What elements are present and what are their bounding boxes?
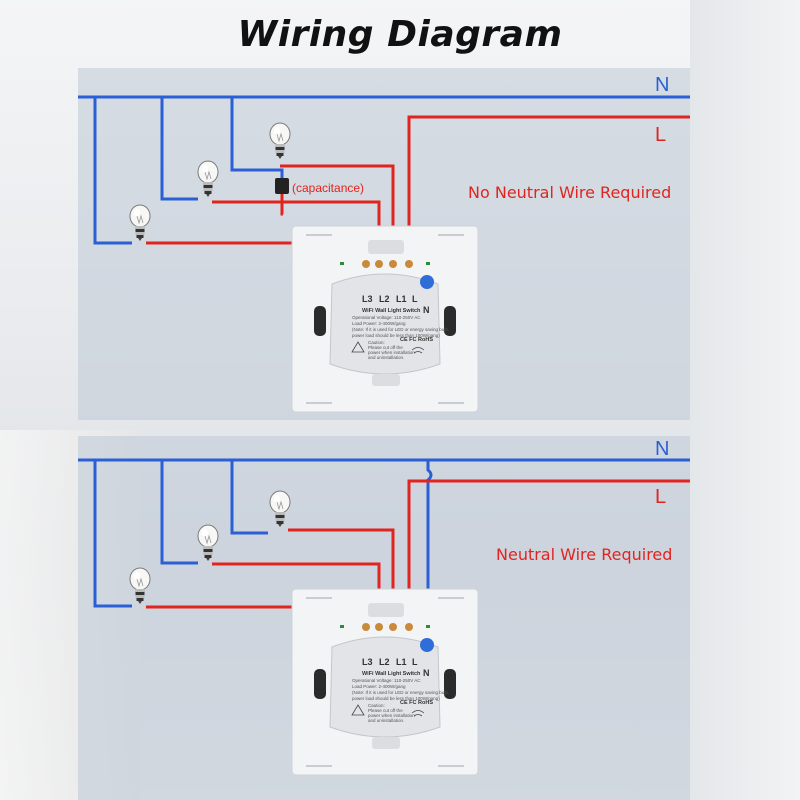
live-wire [407, 479, 690, 639]
light-bulb-icon [269, 122, 291, 160]
background-window [690, 0, 800, 800]
certifications: CE FC RoHS [400, 700, 433, 706]
svg-text:power when installation: power when installation [368, 713, 415, 718]
capacitor-icon [275, 178, 289, 194]
terminal-l3: L3 [362, 657, 373, 667]
live-wire [407, 115, 690, 276]
top-wiring: (capacitance) N L No Neutral Wire Requir… [78, 74, 690, 413]
terminal-l2: L2 [379, 294, 390, 304]
neutral-branch-l1 [230, 460, 268, 535]
svg-text:power load should be less than: power load should be less than 100W/gang… [352, 333, 440, 338]
top-note: No Neutral Wire Required [468, 183, 671, 202]
terminal-l3: L3 [362, 294, 373, 304]
certifications: CE FC RoHS [400, 337, 433, 343]
capacitor-label: (capacitance) [292, 181, 364, 195]
neutral-branch-l3 [93, 460, 132, 608]
bottom-wiring: N L Neutral Wire Required L3 L2 L1 L N W… [78, 438, 690, 776]
svg-text:(Note: If it is used for LED o: (Note: If it is used for LED or energy s… [352, 327, 449, 332]
light-bulb-icon [129, 204, 151, 242]
svg-text:(Note: If it is used for LED o: (Note: If it is used for LED or energy s… [352, 690, 449, 695]
terminal-l: L [412, 294, 418, 304]
terminal-l: L [412, 657, 418, 667]
svg-text:power load should be less than: power load should be less than 100W/gang… [352, 696, 440, 701]
terminal-n: N [423, 305, 430, 315]
svg-text:Load Power: 2-400W/gang: Load Power: 2-400W/gang [352, 684, 406, 689]
light-bulb-icon [197, 160, 219, 198]
svg-text:Operational Voltage: 110-250V: Operational Voltage: 110-250V AC [352, 315, 421, 320]
svg-text:and uninstallation.: and uninstallation. [368, 355, 404, 360]
light-bulb-icon [197, 524, 219, 562]
neutral-branch-l2 [160, 460, 198, 565]
terminal-l2: L2 [379, 657, 390, 667]
svg-text:power when installation: power when installation [368, 350, 415, 355]
neutral-branch-l3 [93, 97, 132, 245]
light-bulb-icon [129, 567, 151, 605]
neutral-branch-l2 [160, 97, 198, 201]
svg-text:Load Power: 2-400W/gang: Load Power: 2-400W/gang [352, 321, 406, 326]
wifi-switch: L3 L2 L1 L N WiFi Wall Light Switch Oper… [291, 225, 479, 413]
warning-icon [351, 704, 365, 716]
live-label: L [655, 486, 666, 508]
wifi-switch: L3 L2 L1 L N WiFi Wall Light Switch Oper… [291, 588, 479, 776]
terminal-l1: L1 [396, 657, 407, 667]
svg-text:Caution:: Caution: [368, 340, 385, 345]
page-title: Wiring Diagram [237, 14, 563, 55]
neutral-label: N [655, 438, 669, 460]
wifi-icon [411, 710, 425, 717]
neutral-branch-l1 [230, 97, 284, 178]
warning-icon [351, 341, 365, 353]
svg-text:Caution:: Caution: [368, 703, 385, 708]
bottom-note: Neutral Wire Required [496, 545, 672, 564]
light-bulb-icon [269, 490, 291, 528]
svg-text:Operational Voltage: 110-250V: Operational Voltage: 110-250V AC [352, 678, 421, 683]
terminal-n: N [423, 668, 430, 678]
svg-text:Please cut off the: Please cut off the [368, 345, 403, 350]
product-name: WiFi Wall Light Switch [362, 308, 421, 314]
neutral-label: N [655, 74, 669, 96]
live-label: L [655, 124, 666, 146]
wifi-icon [411, 347, 425, 354]
svg-text:and uninstallation.: and uninstallation. [368, 718, 404, 723]
product-name: WiFi Wall Light Switch [362, 671, 421, 677]
svg-text:Please cut off the: Please cut off the [368, 708, 403, 713]
terminal-l1: L1 [396, 294, 407, 304]
